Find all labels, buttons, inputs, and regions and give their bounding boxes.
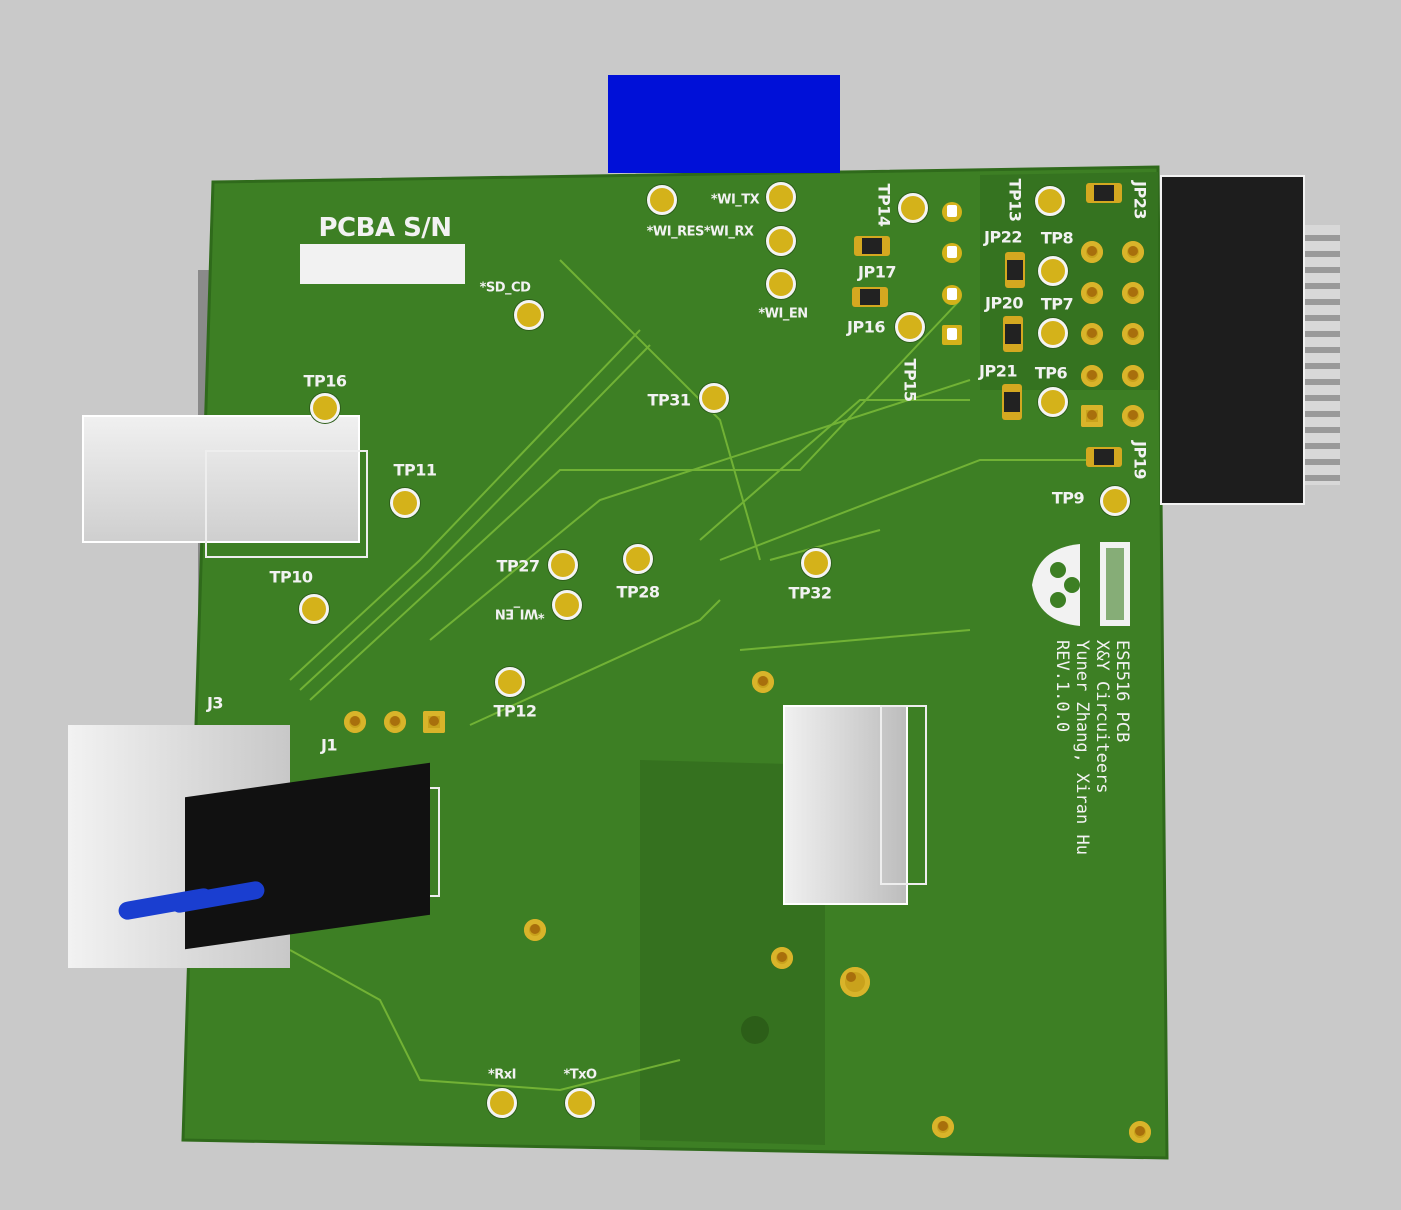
label-tp14: TP14	[874, 183, 894, 227]
label-j3: J3	[206, 693, 224, 713]
test-point-tp28	[623, 544, 653, 574]
pcba-sn-label: PCBA S/N	[318, 213, 452, 243]
left-connector-top	[82, 415, 360, 543]
test-point-txo	[565, 1088, 595, 1118]
header-pin	[1081, 282, 1103, 304]
board-info-text: ESE516 PCB X&Y Circuiteers Yuner Zhang, …	[1052, 640, 1132, 855]
right-connector-outline	[880, 705, 927, 885]
test-point-tp15	[895, 312, 925, 342]
label-jp23: JP23	[1130, 181, 1150, 219]
label-tp27: TP27	[496, 556, 540, 576]
header-pin	[1122, 282, 1144, 304]
label-wi-res-rx: *WI_RES*WI_RX	[646, 224, 754, 240]
label-jp19: JP19	[1130, 441, 1150, 479]
info-line: X&Y Circuiteers	[1092, 640, 1112, 794]
test-point-tp7	[1038, 318, 1068, 348]
test-point-tp14	[898, 193, 928, 223]
label-tp10: TP10	[269, 567, 313, 587]
left-connector-outline	[205, 450, 368, 558]
pad	[942, 202, 962, 222]
label-tp28: TP28	[616, 582, 660, 602]
label-tp32: TP32	[788, 583, 832, 603]
label-wi-en-bottom: *WI_EN	[495, 605, 545, 621]
label-tp13: TP13	[1005, 178, 1025, 222]
label-tp16: TP16	[303, 371, 347, 391]
label-txo: *TxO	[563, 1067, 597, 1083]
header-pin	[1081, 323, 1103, 345]
label-tp11: TP11	[393, 460, 437, 480]
test-point-tp8	[1038, 256, 1068, 286]
pad	[942, 285, 962, 305]
test-point-tp31	[699, 383, 729, 413]
pad	[423, 711, 445, 733]
info-line: Yuner Zhang, Xiran Hu	[1072, 640, 1092, 855]
pad	[384, 711, 406, 733]
test-point-tp32	[801, 548, 831, 578]
test-point-wi-res	[647, 185, 677, 215]
pad	[942, 325, 962, 345]
label-tp9: TP9	[1051, 488, 1085, 508]
test-point-tp27	[548, 550, 578, 580]
label-j1: J1	[320, 735, 338, 755]
mounting-via	[932, 1116, 954, 1138]
test-point-wi-rx	[766, 226, 796, 256]
jumper-jp17	[854, 236, 890, 256]
test-point-tp16	[310, 393, 340, 423]
sn-field	[300, 244, 465, 284]
label-tp7: TP7	[1040, 294, 1074, 314]
label-jp22: JP22	[984, 227, 1022, 247]
label-jp17: JP17	[858, 262, 896, 282]
label-jp16: JP16	[847, 317, 885, 337]
test-point-rxi	[487, 1088, 517, 1118]
header-pin	[1122, 323, 1144, 345]
jumper-jp16	[852, 287, 888, 307]
mounting-via	[1129, 1121, 1151, 1143]
label-tp8: TP8	[1040, 228, 1074, 248]
label-wi-tx: *WI_TX	[710, 192, 760, 208]
blue-component	[608, 75, 840, 173]
label-tp6: TP6	[1034, 363, 1068, 383]
mounting-via	[524, 919, 546, 941]
pad	[344, 711, 366, 733]
header-pin	[1122, 241, 1144, 263]
label-wi-en: *WI_EN	[758, 306, 808, 322]
header-pin	[1081, 241, 1103, 263]
header-pin	[1081, 365, 1103, 387]
pad	[942, 243, 962, 263]
test-point-tp11	[390, 488, 420, 518]
test-point-tp13	[1035, 186, 1065, 216]
jumper-jp21	[1002, 384, 1022, 420]
info-line: REV.1.0.0	[1052, 640, 1072, 733]
jumper-jp22	[1005, 252, 1025, 288]
right-white-connector	[783, 705, 908, 905]
right-header-pins	[1305, 225, 1340, 485]
label-tp31: TP31	[647, 390, 691, 410]
label-jp21: JP21	[979, 361, 1017, 381]
mounting-via	[771, 947, 793, 969]
mounting-via	[840, 967, 870, 997]
test-point-tp10	[299, 594, 329, 624]
label-rxi: *RxI	[487, 1067, 517, 1083]
header-pin	[1122, 365, 1144, 387]
test-point-tp12	[495, 667, 525, 697]
info-line: ESE516 PCB	[1112, 640, 1132, 743]
test-point-tp6	[1038, 387, 1068, 417]
label-tp15: TP15	[900, 358, 920, 402]
label-jp20: JP20	[985, 293, 1023, 313]
header-pin	[1122, 405, 1144, 427]
label-sd-cd: *SD_CD	[479, 280, 531, 296]
test-point-tp9	[1100, 486, 1130, 516]
label-tp12: TP12	[493, 701, 537, 721]
test-point-wi-tx	[766, 182, 796, 212]
mounting-via	[752, 671, 774, 693]
jumper-jp19	[1086, 447, 1122, 467]
jumper-jp23	[1086, 183, 1122, 203]
university-logo	[1032, 542, 1130, 626]
test-point-sd-cd	[514, 300, 544, 330]
right-header-connector	[1160, 175, 1305, 505]
jumper-jp20	[1003, 316, 1023, 352]
test-point-wi-en-bottom	[552, 590, 582, 620]
header-pin	[1081, 405, 1103, 427]
test-point-wi-en	[766, 269, 796, 299]
